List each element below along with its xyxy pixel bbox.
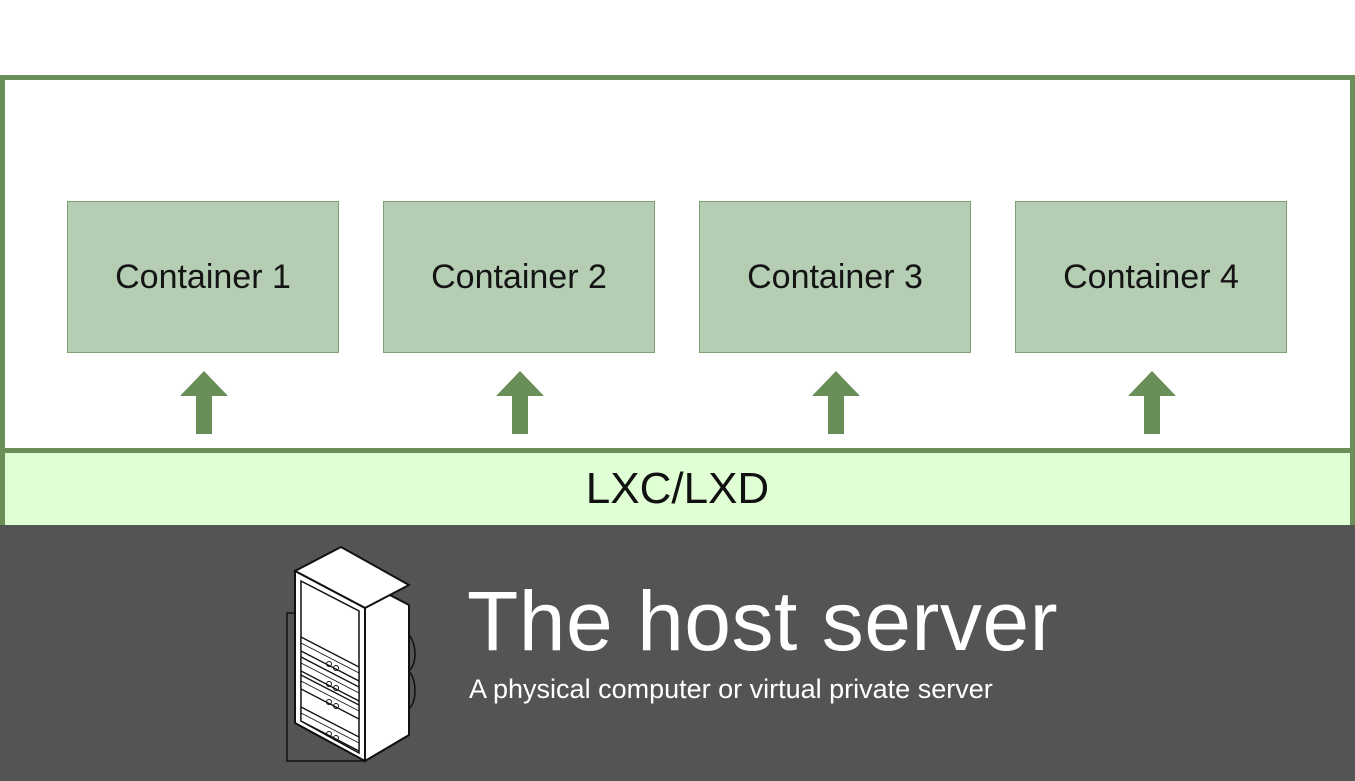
up-arrow-icon xyxy=(496,371,544,434)
host-subtitle: A physical computer or virtual private s… xyxy=(469,674,993,704)
container-2-box: Container 2 xyxy=(383,201,655,353)
container-4-box: Container 4 xyxy=(1015,201,1287,353)
container-environment-frame: Container 1 Container 2 Container 3 Cont… xyxy=(0,75,1355,525)
server-rack-icon xyxy=(286,545,416,763)
container-1-box: Container 1 xyxy=(67,201,339,353)
host-title: The host server xyxy=(467,574,1059,668)
runtime-layer: LXC/LXD xyxy=(5,448,1350,525)
up-arrow-icon xyxy=(180,371,228,434)
container-2-label: Container 2 xyxy=(431,257,607,296)
container-row: Container 1 Container 2 Container 3 Cont… xyxy=(5,80,1350,525)
up-arrow-icon xyxy=(812,371,860,434)
container-4-label: Container 4 xyxy=(1063,257,1239,296)
container-1-label: Container 1 xyxy=(115,257,291,296)
runtime-label: LXC/LXD xyxy=(585,464,770,513)
up-arrow-icon xyxy=(1128,371,1176,434)
container-3-box: Container 3 xyxy=(699,201,971,353)
host-server-panel: The host server A physical computer or v… xyxy=(0,525,1355,781)
container-3-label: Container 3 xyxy=(747,257,923,296)
